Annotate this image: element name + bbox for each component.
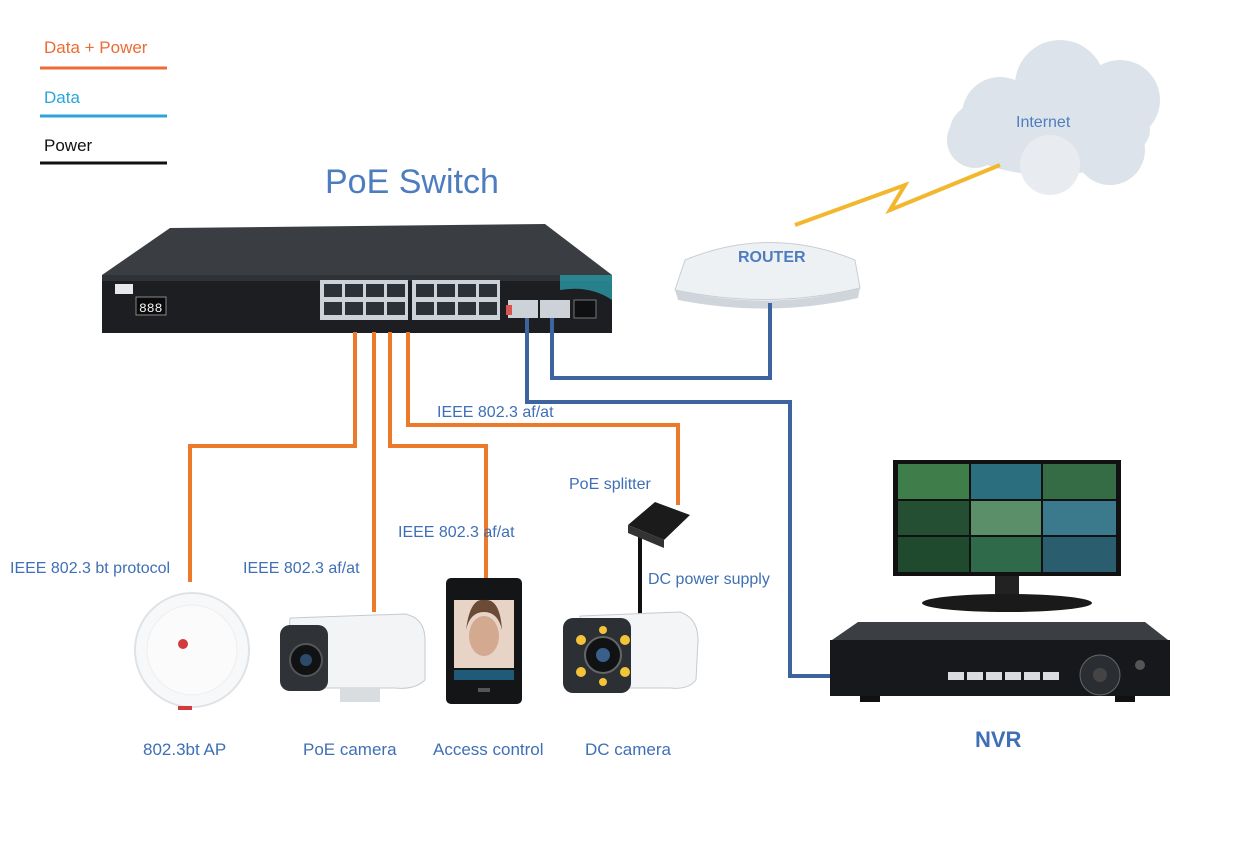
cloud-label: Internet [1016,114,1071,131]
dc-camera-icon [563,611,699,693]
legend-label-data-power: Data + Power [44,38,148,57]
ap-caption: 802.3bt AP [143,740,227,759]
router-icon [674,242,861,309]
access-control-caption: Access control [433,740,544,759]
splitter-link-label: IEEE 802.3 af/at [437,404,554,421]
svg-text:888: 888 [139,301,162,316]
link-ap [188,332,357,582]
ap-link-label: IEEE 802.3 bt protocol [10,560,171,577]
cloud-icon [947,40,1160,195]
data-power-links [188,332,680,612]
link-router [550,303,772,380]
router-label: ROUTER [738,249,806,266]
diagram-title: PoE Switch [325,163,499,201]
poe-splitter-icon [628,502,690,548]
legend-label-power: Power [44,136,93,155]
poe-camera-caption: PoE camera [303,740,397,759]
ap-icon [134,592,250,710]
switch-icon: 888 [102,224,612,333]
bullet-camera-icon [280,613,426,702]
monitor-icon [893,460,1121,612]
legend-label-data: Data [44,88,80,107]
link-nvr [525,318,830,678]
splitter-label: PoE splitter [569,476,651,493]
nvr-icon [830,622,1170,702]
link-splitter [406,332,680,505]
nvr-caption: NVR [975,727,1022,752]
link-access-control [388,332,488,578]
access-terminal-icon [446,578,522,704]
lightning-icon [794,163,1001,227]
data-links [525,303,830,678]
access-link-label: IEEE 802.3 af/at [398,524,515,541]
camera-link-label: IEEE 802.3 af/at [243,560,360,577]
dc-camera-caption: DC camera [585,740,671,759]
dc-supply-label: DC power supply [648,571,770,588]
